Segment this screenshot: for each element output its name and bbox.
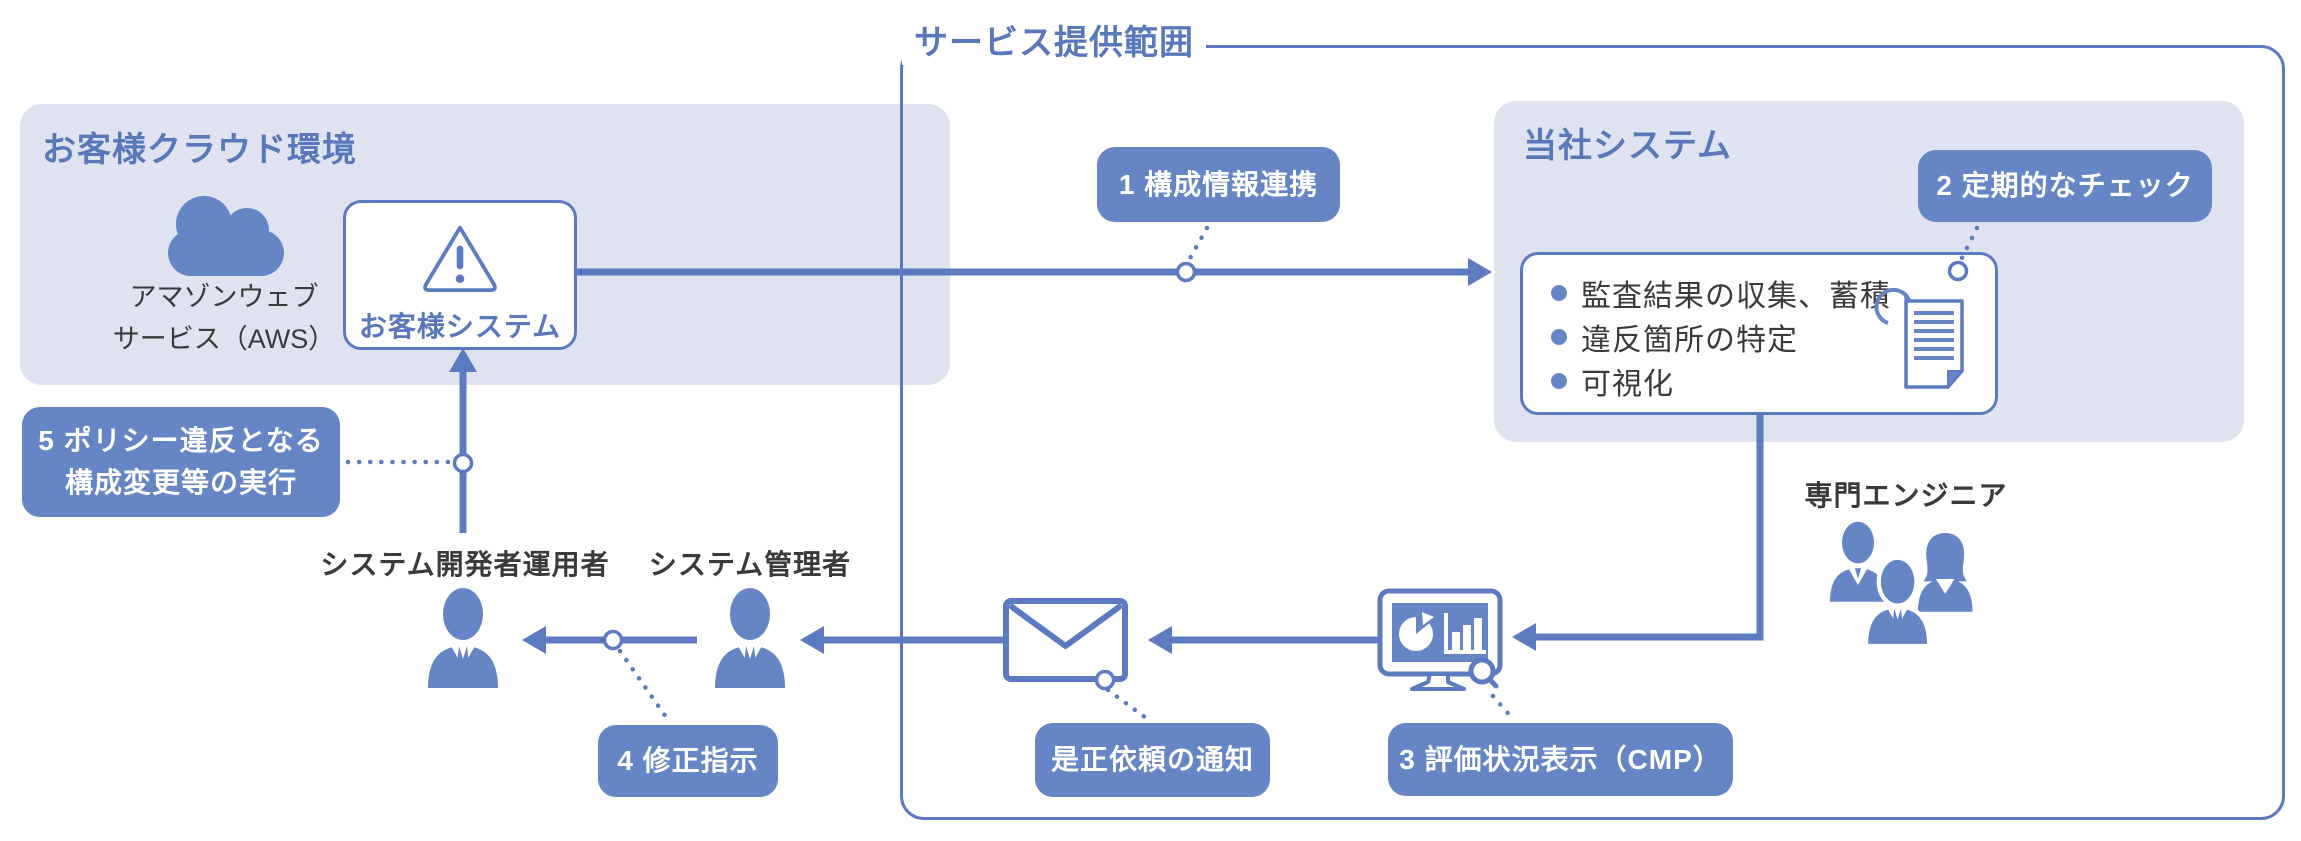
warning-icon: [423, 225, 497, 293]
leader-step4: [617, 648, 669, 720]
badge-step4: 4 修正指示: [598, 725, 778, 797]
badge-step2-label: 2 定期的なチェック: [1936, 170, 2194, 201]
customer-system-box: お客様システム: [343, 200, 577, 350]
bullet-icon: [1551, 285, 1567, 301]
customer-system-label: お客様システム: [358, 311, 562, 342]
badge-step5: 5 ポリシー違反となる 構成変更等の実行: [22, 407, 340, 517]
badge-step1: 1 構成情報連携: [1097, 147, 1340, 222]
report-document-icon: [1874, 287, 1965, 390]
arrow-config-link: [577, 258, 1492, 286]
anchor-dot-fix-instruction: [602, 629, 624, 651]
arrow-mail-to-admin: [800, 626, 1005, 654]
anchor-dot-mail: [1094, 669, 1116, 691]
leader-step1: [1186, 225, 1210, 263]
audit-item: 可視化: [1551, 359, 1891, 403]
service-scope-border: [900, 45, 2285, 820]
badge-step3: 3 評価状況表示（CMP）: [1388, 723, 1733, 796]
anchor-dot-periodic-check: [1947, 260, 1969, 282]
magnifier-icon: [1468, 657, 1499, 689]
aws-caption-line1: アマゾンウェブ: [129, 282, 319, 312]
arrow-developer-to-customer-system: [449, 348, 477, 533]
audit-box: 監査結果の収集、蓄積 違反箇所の特定 可視化: [1520, 252, 1998, 415]
developer-operator-label: システム開発者運用者: [320, 549, 610, 580]
bar-chart-icon: [1444, 613, 1486, 654]
developer-operator-icon: [428, 588, 498, 688]
badge-step4-label: 4 修正指示: [617, 745, 759, 776]
leader-step3: [1490, 693, 1515, 721]
audit-item-label: 違反箇所の特定: [1581, 324, 1798, 357]
aws-caption: アマゾンウェブ サービス（AWS）: [74, 276, 374, 360]
audit-item-label: 監査結果の収集、蓄積: [1581, 280, 1891, 313]
anchor-dot-config-link: [1175, 261, 1197, 283]
company-system-title: 当社システム: [1523, 127, 1732, 165]
arrow-system-to-monitor: [1512, 412, 1764, 651]
badge-notification: 是正依頼の通知: [1035, 723, 1270, 797]
service-scope-label: サービス提供範囲: [902, 21, 1206, 65]
customer-cloud-title: お客様クラウド環境: [42, 131, 357, 169]
bullet-icon: [1551, 329, 1567, 345]
audit-list: 監査結果の収集、蓄積 違反箇所の特定 可視化: [1551, 271, 1891, 403]
leader-step2: [1959, 225, 1980, 261]
anchor-dot-policy-violation: [452, 452, 474, 474]
mail-icon: [1003, 598, 1128, 682]
aws-caption-line2: サービス（AWS）: [112, 324, 336, 354]
arrow-monitor-to-mail: [1148, 626, 1378, 654]
audit-item: 監査結果の収集、蓄積: [1551, 271, 1891, 315]
badge-step5-line2: 構成変更等の実行: [64, 467, 297, 498]
bullet-icon: [1551, 373, 1567, 389]
badge-step3-label: 3 評価状況表示（CMP）: [1399, 743, 1722, 775]
engineers-group-icon: [1830, 521, 1973, 649]
leader-notification: [1105, 687, 1149, 721]
engineers-label: 専門エンジニア: [1804, 480, 2008, 511]
badge-step5-line1: 5 ポリシー違反となる: [38, 425, 324, 456]
administrator-label: システム管理者: [648, 549, 852, 580]
audit-item: 違反箇所の特定: [1551, 315, 1891, 359]
audit-item-label: 可視化: [1581, 368, 1674, 401]
badge-step1-label: 1 構成情報連携: [1118, 168, 1319, 200]
administrator-icon: [715, 588, 785, 688]
cloud-icon: [168, 196, 284, 276]
badge-notification-label: 是正依頼の通知: [1050, 744, 1254, 775]
badge-step2: 2 定期的なチェック: [1918, 150, 2212, 222]
cmp-monitor-icon: [1377, 588, 1503, 691]
